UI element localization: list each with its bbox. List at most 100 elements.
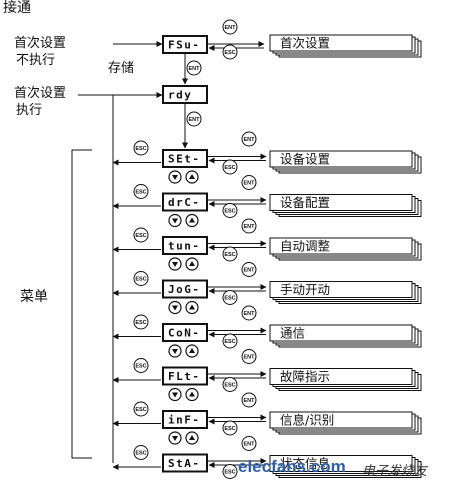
menu-panel-4: 手动开动 <box>269 281 422 304</box>
power-on-label: 接通 <box>3 0 31 16</box>
menu-down-7-glyph <box>172 436 178 441</box>
menu-up-5-glyph <box>189 348 195 353</box>
menu-down-7 <box>168 431 182 445</box>
fsu-ent-button-label: ENT <box>225 25 237 31</box>
menu-panel-5-text: 通信 <box>280 326 305 341</box>
menu-ent-1-label: ENT <box>244 137 256 143</box>
save-ent-button-label: ENT <box>189 66 201 72</box>
menu-up-6 <box>185 387 199 402</box>
menu-ent-4: ENT <box>241 262 257 277</box>
menu-ent-7: ENT <box>241 392 257 408</box>
menu-panel-4-front <box>269 281 413 298</box>
menu-ent-4-ring <box>241 262 257 277</box>
watermark-site: elecfans.com <box>238 457 346 476</box>
first-setup-do-line2: 执行 <box>16 103 43 118</box>
menu-display-6-frame <box>162 366 208 386</box>
menu-esc-left-6: ESC <box>133 358 149 373</box>
menu-esc-left-7: ESC <box>133 401 149 417</box>
menu-esc-right-5-label: ESC <box>224 339 235 345</box>
menu-esc-right-1: ESC <box>222 159 238 175</box>
menu-esc-left-1-ring <box>133 140 149 156</box>
menu-esc-left-7-ring <box>133 401 149 417</box>
menu-down-2 <box>168 213 182 228</box>
menu-down-4-glyph <box>172 305 178 311</box>
menu-panel-4-text: 手动开动 <box>280 282 330 297</box>
menu-display-7-text: inF- <box>168 414 201 427</box>
first-setup-do-line1: 首次设置 <box>14 86 67 101</box>
menu-panel-6: 故障指示 <box>269 368 422 391</box>
watermark-cn: 电子发烧友 <box>362 464 428 479</box>
menu-down-2-glyph <box>172 218 178 224</box>
menu-display-4-text: JoG- <box>168 283 201 296</box>
rdy-display-text: rdy <box>168 89 192 102</box>
menu-ent-8-label: ENT <box>244 442 256 448</box>
menu-display-3: tun- <box>162 236 208 255</box>
menu-panel-3: 自动调整 <box>269 237 422 261</box>
menu-panel-5-front <box>269 324 413 342</box>
menu-up-5 <box>185 344 199 358</box>
menu-panel-7: 信息/识别 <box>269 411 422 435</box>
menu-ent-6-ring <box>241 349 257 364</box>
menu-esc-right-7: ESC <box>222 420 238 436</box>
fsu-esc-button-label: ESC <box>224 50 235 56</box>
menu-ent-3: ENT <box>241 218 257 234</box>
menu-panel-8-front <box>269 455 413 472</box>
menu-esc-right-8-ring <box>222 464 238 479</box>
menu-up-7 <box>185 431 199 445</box>
menu-up-7-glyph <box>189 435 195 440</box>
menu-panel-2: 设备配置 <box>269 194 422 217</box>
menu-panel-7-text: 信息/识别 <box>280 413 334 428</box>
menu-display-8-text: StA- <box>168 457 201 470</box>
menu-display-1: SEt- <box>162 149 208 168</box>
menu-ent-2-ring <box>241 175 257 190</box>
rdy-ent-button-label: ENT <box>189 117 201 123</box>
menu-esc-right-5-ring <box>222 333 238 349</box>
menu-esc-left-8-ring <box>133 445 149 460</box>
menu-esc-left-1: ESC <box>133 140 149 156</box>
menu-panel-6-front <box>269 368 413 385</box>
menu-esc-right-7-label: ESC <box>224 426 235 432</box>
menu-display-5: CoN- <box>162 323 208 342</box>
menu-up-4 <box>185 300 199 315</box>
menu-esc-right-8-label: ESC <box>224 470 235 476</box>
menu-esc-left-5: ESC <box>133 314 149 330</box>
first-setup-skip-line2: 不执行 <box>16 53 56 68</box>
menu-up-1-glyph <box>189 174 195 179</box>
menu-ent-8: ENT <box>241 436 257 451</box>
menu-down-5-glyph <box>172 349 178 354</box>
menu-panel-1: 设备设置 <box>269 150 422 174</box>
fsu-esc-button-ring <box>222 44 238 60</box>
menu-esc-right-7-ring <box>222 420 238 436</box>
fsu-ent-button-ring <box>222 19 238 35</box>
menu-esc-left-3-ring <box>133 227 149 243</box>
menu-ent-2-label: ENT <box>244 181 256 187</box>
menu-panel-1-text: 设备设置 <box>280 152 330 167</box>
menu-ent-6-label: ENT <box>244 355 256 361</box>
fsu-display-text: FSu- <box>168 39 201 52</box>
rdy-ent-button: ENT <box>186 111 202 127</box>
menu-display-1-text: SEt- <box>168 153 201 166</box>
menu-display-4-frame <box>162 279 208 299</box>
first-setup-panel-text: 首次设置 <box>280 36 330 51</box>
menu-esc-left-2: ESC <box>133 184 149 199</box>
menu-bracket <box>71 149 92 459</box>
first-setup-panel: 首次设置 <box>269 34 422 58</box>
menu-down-3 <box>168 257 182 271</box>
menu-panel-2-front <box>269 194 413 211</box>
menu-ent-5-label: ENT <box>244 311 256 317</box>
menu-display-2-text: drC- <box>168 196 201 209</box>
menu-ent-2: ENT <box>241 175 257 190</box>
menu-esc-left-3: ESC <box>133 227 149 243</box>
menu-ent-7-label: ENT <box>244 398 256 404</box>
fsu-display-frame <box>162 35 208 54</box>
menu-esc-right-6-ring <box>222 377 238 392</box>
menu-esc-left-5-ring <box>133 314 149 330</box>
diagram-nodes: FSu-ENTESC首次设置ENTrdyENTSEt-ESCENTESC设备设置… <box>133 19 422 479</box>
menu-ent-7-ring <box>241 392 257 408</box>
menu-display-8: StA- <box>162 453 208 473</box>
fsu-ent-button: ENT <box>222 19 238 35</box>
menu-up-1 <box>185 170 199 184</box>
menu-down-5 <box>168 344 182 358</box>
menu-esc-right-6: ESC <box>222 377 238 392</box>
menu-panel-2-text: 设备配置 <box>280 195 330 210</box>
